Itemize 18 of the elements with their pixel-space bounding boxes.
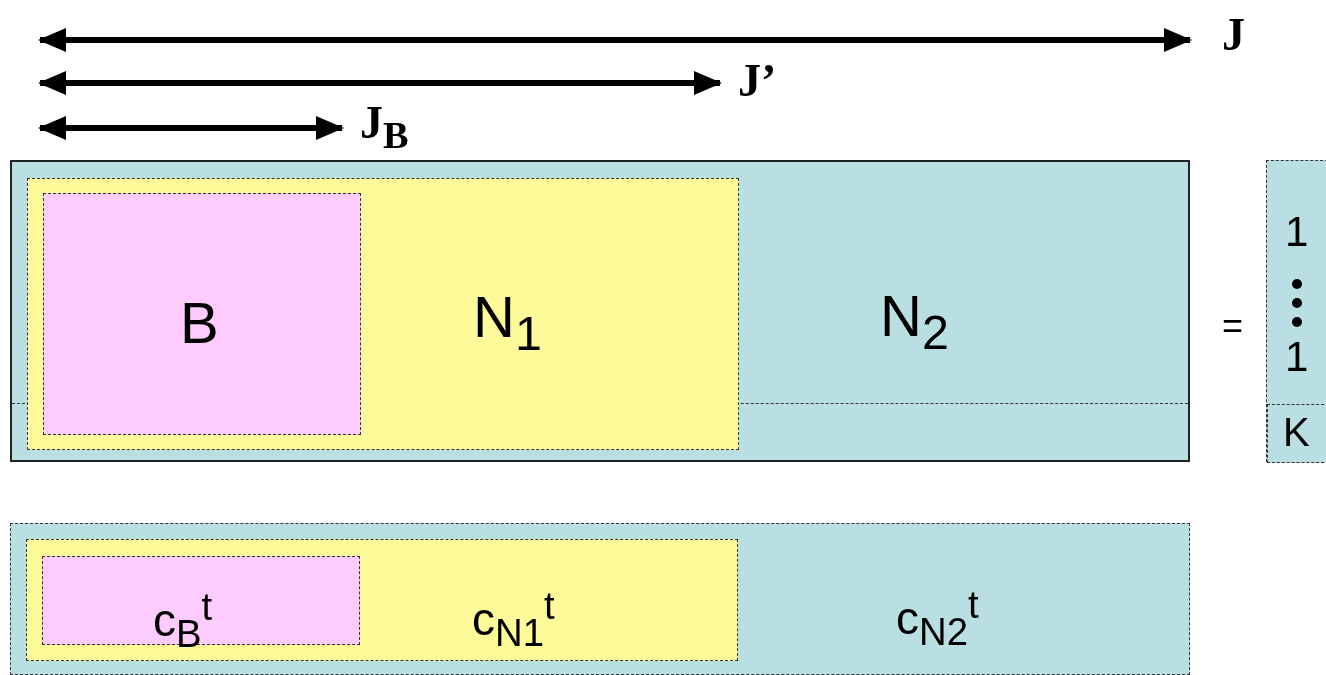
cost-row-block: [10, 523, 1190, 675]
block-label: B: [180, 294, 219, 352]
vector-block: [1266, 160, 1326, 462]
block-label: 1: [1285, 211, 1309, 253]
vector-cell: [1267, 404, 1326, 463]
block-label: K: [1283, 412, 1310, 452]
dimension-label: J: [1222, 12, 1245, 58]
equals-sign: =: [1222, 308, 1244, 344]
matrix-block: [43, 193, 361, 435]
dimension-label: J’: [738, 58, 777, 104]
block-label: N$_{1}$: [473, 288, 542, 357]
cost-row-block: [26, 539, 738, 661]
matrix-block: [27, 178, 739, 450]
matrix-block: [10, 160, 1190, 462]
block-label: 1: [1285, 336, 1309, 378]
dimension-label: J$_{B}$: [360, 100, 409, 155]
block-label: N$_{2}$: [880, 287, 949, 356]
cost-row-block: [42, 556, 360, 645]
